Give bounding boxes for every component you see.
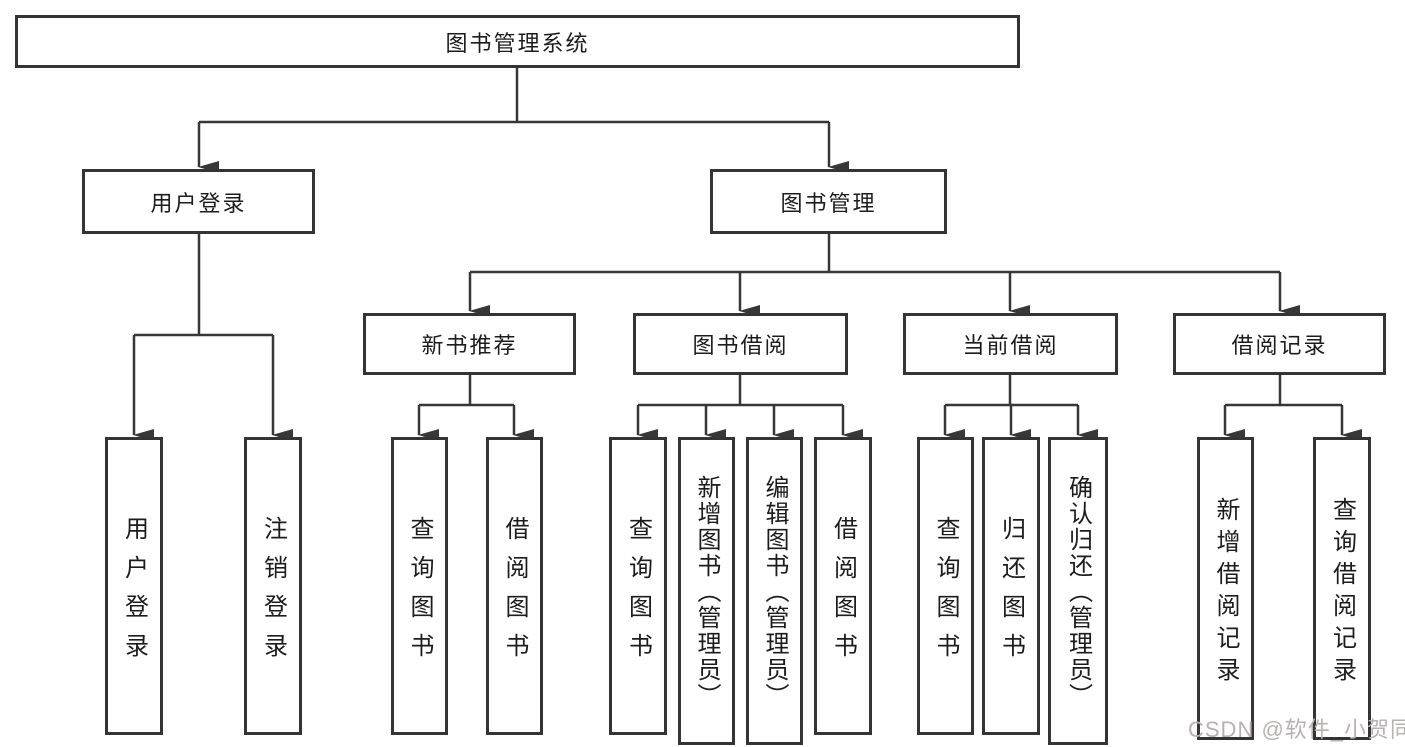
csdn-watermark: CSDN @软件_小贺同学	[1188, 717, 1405, 742]
node-leaf-cb-query-books-label: 查询图书	[932, 515, 959, 672]
node-leaf-logout: 注销登录	[244, 437, 302, 735]
node-borrowing-records: 借阅记录	[1173, 313, 1386, 375]
node-leaf-user-login: 用户登录	[105, 437, 163, 735]
node-new-book-recommend: 新书推荐	[363, 313, 576, 375]
node-book-borrowing: 图书借阅	[633, 313, 848, 375]
node-new-book-recommend-label: 新书推荐	[421, 333, 518, 358]
node-leaf-bb-borrow-books: 借阅图书	[814, 437, 872, 735]
node-leaf-br-query-record-label: 查询借阅记录	[1328, 496, 1356, 689]
node-leaf-rec-query-books-label: 查询图书	[406, 515, 433, 672]
node-leaf-rec-borrow-books: 借阅图书	[486, 437, 543, 735]
node-leaf-rec-borrow-books-label: 借阅图书	[501, 515, 528, 672]
node-leaf-cb-confirm-return-admin: 确认归还（管理员）	[1048, 437, 1108, 745]
node-leaf-br-query-record: 查询借阅记录	[1313, 437, 1371, 740]
node-leaf-rec-query-books: 查询图书	[391, 437, 448, 735]
node-leaf-cb-return-books: 归还图书	[982, 437, 1040, 735]
node-leaf-bb-query-books-label: 查询图书	[624, 515, 652, 672]
node-leaf-bb-add-books-admin-label: 新增图书（管理员）	[693, 475, 720, 709]
node-leaf-cb-confirm-return-admin-label: 确认归还（管理员）	[1064, 475, 1092, 709]
node-root-system-label: 图书管理系统	[445, 30, 590, 56]
node-user-login: 用户登录	[82, 169, 315, 234]
node-current-borrowing: 当前借阅	[903, 313, 1118, 375]
node-leaf-bb-edit-books-admin: 编辑图书（管理员）	[746, 437, 803, 745]
node-leaf-cb-return-books-label: 归还图书	[997, 515, 1025, 672]
node-root-system: 图书管理系统	[15, 15, 1020, 68]
node-user-login-label: 用户登录	[150, 190, 247, 216]
node-leaf-bb-add-books-admin: 新增图书（管理员）	[678, 437, 735, 745]
node-leaf-bb-borrow-books-label: 借阅图书	[829, 515, 857, 672]
node-leaf-cb-query-books: 查询图书	[917, 437, 974, 735]
node-borrowing-records-label: 借阅记录	[1231, 333, 1328, 358]
node-leaf-bb-query-books: 查询图书	[609, 437, 667, 735]
node-leaf-br-add-record-label: 新增借阅记录	[1212, 496, 1239, 689]
node-leaf-logout-label: 注销登录	[259, 515, 287, 672]
node-leaf-bb-edit-books-admin-label: 编辑图书（管理员）	[761, 475, 788, 709]
node-book-management-label: 图书管理	[780, 190, 877, 216]
node-current-borrowing-label: 当前借阅	[962, 333, 1059, 358]
node-book-borrowing-label: 图书借阅	[692, 333, 789, 358]
node-leaf-user-login-label: 用户登录	[120, 515, 148, 672]
node-book-management: 图书管理	[710, 169, 947, 234]
node-leaf-br-add-record: 新增借阅记录	[1197, 437, 1254, 740]
